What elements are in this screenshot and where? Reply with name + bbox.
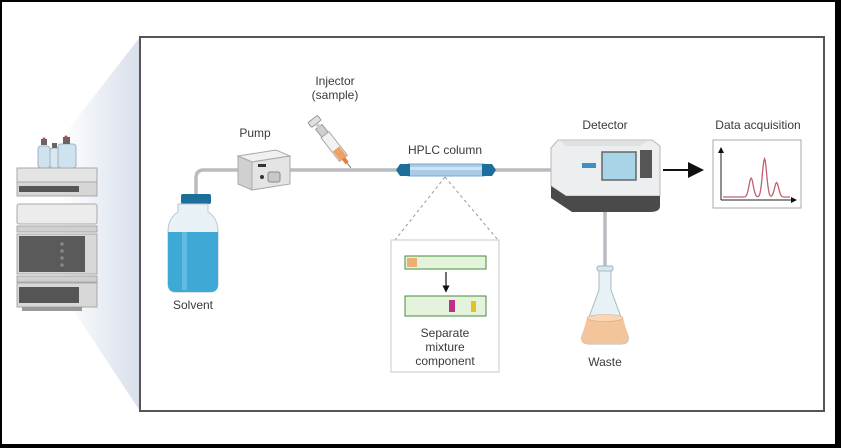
waste-flask-icon [581, 265, 629, 345]
tubing [194, 168, 607, 270]
label-solvent: Solvent [172, 298, 214, 312]
label-hplc-column: HPLC column [407, 143, 483, 157]
separation-inset [390, 239, 500, 373]
label-waste: Waste [588, 355, 622, 369]
label-pump: Pump [239, 126, 271, 140]
label-separate-line2: mixture [425, 340, 465, 354]
label-separate-mixture: Separate mixture component [395, 326, 495, 368]
label-injector-line1: Injector [315, 74, 355, 88]
label-injector-line2: (sample) [311, 88, 359, 102]
hplc-instrument-icon [16, 135, 98, 311]
detector-icon [550, 139, 661, 212]
label-injector: Injector (sample) [300, 74, 370, 102]
label-separate-line1: Separate [420, 326, 470, 340]
injector-syringe-icon [307, 115, 352, 169]
label-separate-line3: component [415, 354, 475, 368]
pump-icon [236, 149, 292, 191]
label-data-acquisition: Data acquisition [715, 118, 801, 132]
solvent-bottle-icon [167, 194, 219, 293]
zoom-wedge [60, 37, 140, 411]
label-detector: Detector [582, 118, 628, 132]
hplc-column-icon [396, 163, 496, 177]
chromatogram-trace [723, 156, 790, 198]
chromatogram-icon [712, 139, 802, 209]
column-zoom-lines [394, 176, 499, 241]
